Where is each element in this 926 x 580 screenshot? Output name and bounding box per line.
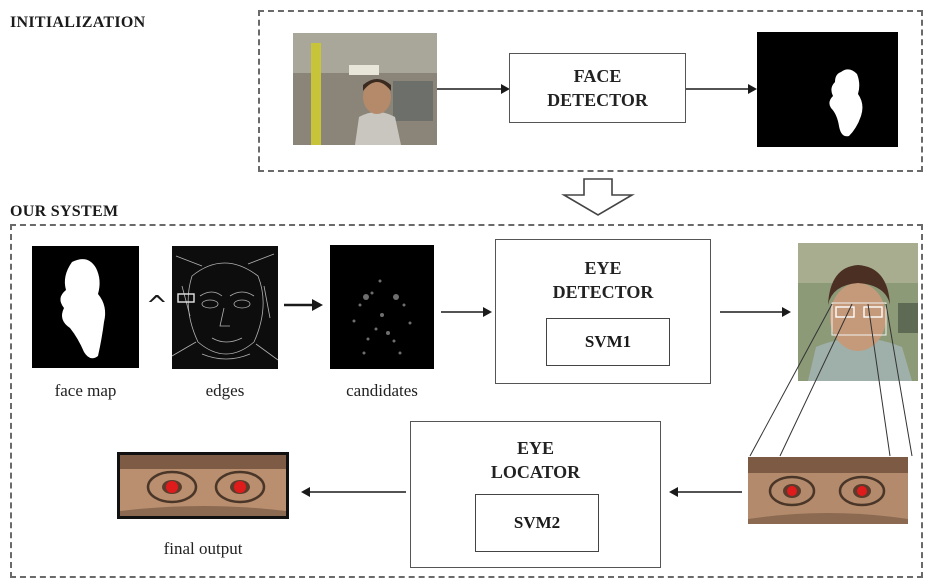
face-mask-image (757, 32, 898, 147)
final-output-image (117, 452, 289, 519)
svm1-label: SVM1 (584, 332, 632, 351)
arrow-crop-to-eye-locator (669, 487, 742, 497)
svm1-box: SVM1 (546, 318, 670, 366)
eye-locator-box: EYE LOCATOR SVM2 (410, 421, 661, 568)
edges-image (172, 246, 278, 369)
eye-locator-label: EYE LOCATOR (490, 438, 581, 482)
zoom-lines (749, 303, 913, 457)
eye-detector-label: EYE DETECTOR (552, 258, 654, 302)
down-arrow (561, 178, 635, 216)
arrow-eye-detector-to-photo (720, 307, 791, 317)
and-operator: ^ (146, 291, 168, 321)
final-output-caption: final output (163, 539, 243, 558)
arrow-input-to-detector (437, 84, 510, 94)
face-map-image (32, 246, 139, 368)
arrow-detector-to-mask (686, 84, 757, 94)
candidates-image (330, 245, 434, 369)
our-system-label: OUR SYSTEM (10, 203, 119, 220)
svm2-label: SVM2 (513, 513, 561, 532)
detected-face-image (798, 243, 918, 381)
our-system-panel (10, 224, 923, 578)
arrow-eye-locator-to-output (301, 487, 406, 497)
face-map-caption: face map (54, 381, 117, 400)
arrow-candidates-to-eye-detector (441, 307, 492, 317)
initialization-panel (258, 10, 923, 172)
edges-caption: edges (205, 381, 245, 400)
eye-detector-box: EYE DETECTOR SVM1 (495, 239, 711, 384)
arrow-edges-to-candidates (284, 299, 323, 311)
face-detector-label: FACE DETECTOR (547, 66, 648, 110)
eye-crop-image (748, 457, 908, 524)
initialization-label: INITIALIZATION (10, 14, 146, 31)
face-detector-box: FACE DETECTOR (509, 53, 686, 123)
input-frame-image (293, 33, 437, 145)
candidates-caption: candidates (346, 381, 418, 400)
svm2-box: SVM2 (475, 494, 599, 552)
